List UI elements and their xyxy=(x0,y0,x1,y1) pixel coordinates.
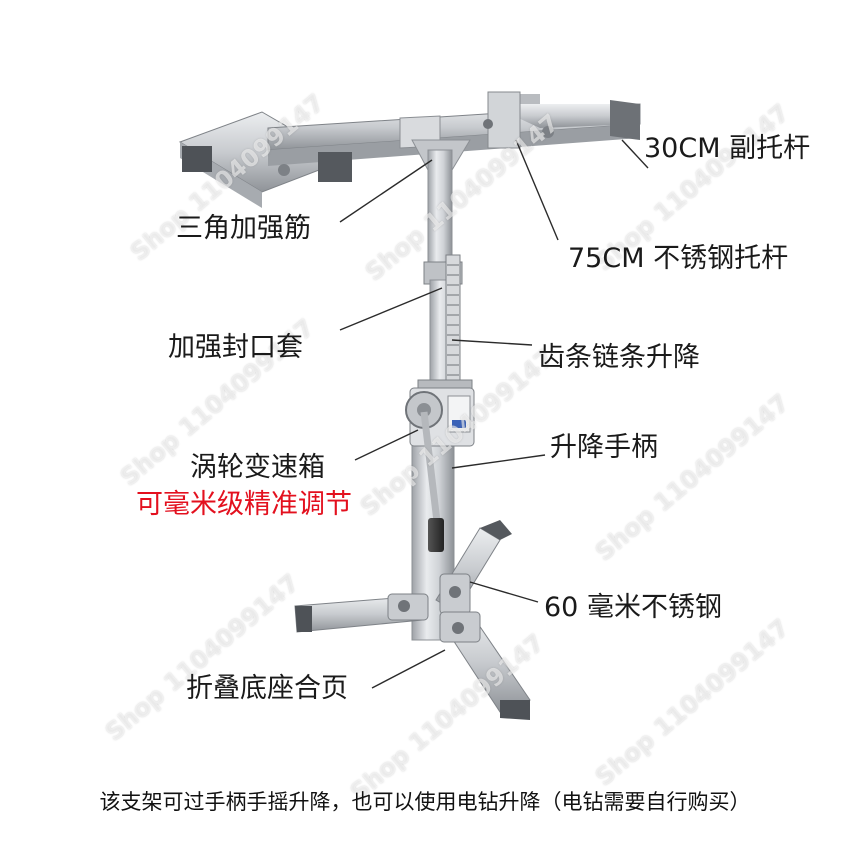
label-triangle-rib: 三角加强筋 xyxy=(176,213,311,244)
label-folding-hinge: 折叠底座合页 xyxy=(186,673,348,704)
label-stainless-tube: 60 毫米不锈钢 xyxy=(544,592,722,623)
callout-lines xyxy=(339,139,649,689)
bottom-caption: 该支架可过手柄手摇升降，也可以使用电钻升降（电钻需要自行购买） xyxy=(99,790,751,814)
label-sub-support-bar: 30CM 副托杆 xyxy=(644,133,811,164)
label-main-support-bar: 75CM 不锈钢托杆 xyxy=(568,243,789,274)
label-precision-adjust: 可毫米级精准调节 xyxy=(136,489,352,520)
label-reinforced-sleeve: 加强封口套 xyxy=(168,332,303,363)
folding-base xyxy=(294,520,531,720)
label-rack-chain-lift: 齿条链条升降 xyxy=(538,342,700,373)
label-lift-handle: 升降手柄 xyxy=(550,432,658,463)
worm-gearbox xyxy=(405,387,475,447)
crank-handle xyxy=(420,411,444,552)
label-worm-gearbox: 涡轮变速箱 xyxy=(190,452,325,483)
